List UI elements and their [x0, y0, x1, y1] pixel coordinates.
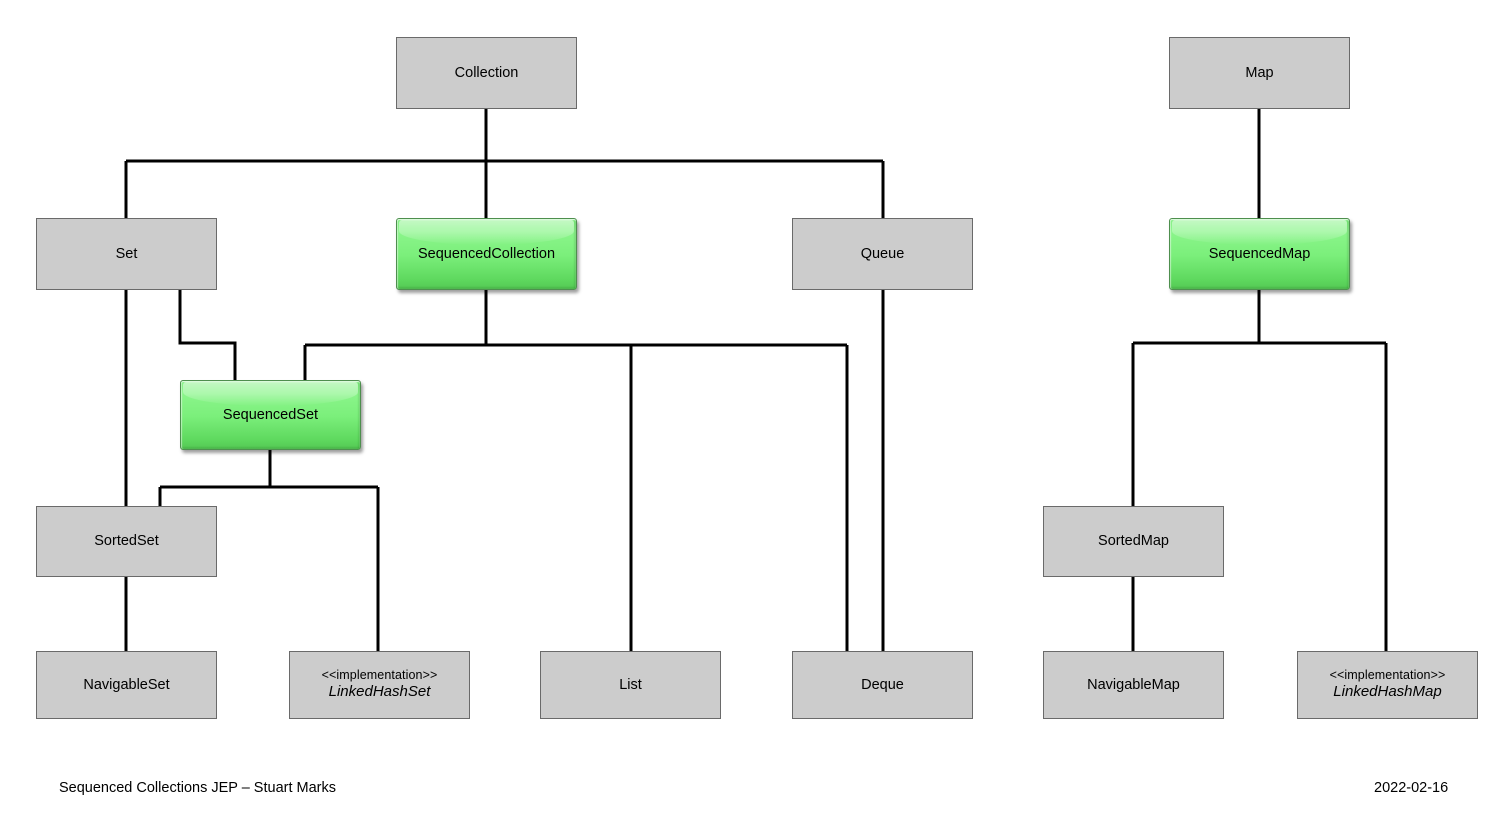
node-sortedmap[interactable]: SortedMap: [1043, 506, 1224, 577]
node-label-navigablemap: NavigableMap: [1087, 676, 1180, 693]
footer-date: 2022-02-16: [1374, 780, 1449, 796]
node-label-queue: Queue: [860, 245, 905, 262]
node-list[interactable]: List: [540, 651, 721, 719]
node-label-list: List: [619, 676, 642, 693]
node-sequencedset[interactable]: SequencedSet: [180, 380, 361, 450]
node-label-map: Map: [1245, 64, 1274, 81]
node-label-sortedmap: SortedMap: [1098, 533, 1169, 550]
node-label-linkedhashmap: LinkedHashMap: [1333, 683, 1442, 701]
node-label-sortedset: SortedSet: [94, 533, 159, 550]
node-label-collection: Collection: [454, 64, 519, 81]
node-label-set: Set: [115, 245, 138, 262]
node-queue[interactable]: Queue: [792, 218, 973, 290]
edge-collection-to-set: [124, 109, 883, 218]
node-linkedhashset[interactable]: <<implementation>>LinkedHashSet: [289, 651, 470, 719]
node-navigablemap[interactable]: NavigableMap: [1043, 651, 1224, 719]
edge-sequencedcollection-to-sequencedset: [303, 290, 847, 380]
node-set[interactable]: Set: [36, 218, 217, 290]
node-label-linkedhashset: LinkedHashSet: [328, 683, 431, 701]
node-label-sequencedcollection: SequencedCollection: [417, 245, 556, 262]
node-navigableset[interactable]: NavigableSet: [36, 651, 217, 719]
node-stereotype-linkedhashset: <<implementation>>: [321, 667, 438, 682]
node-label-sequencedmap: SequencedMap: [1208, 245, 1311, 262]
node-linkedhashmap[interactable]: <<implementation>>LinkedHashMap: [1297, 651, 1478, 719]
node-map[interactable]: Map: [1169, 37, 1350, 109]
edge-set-to-sequencedset: [178, 290, 237, 380]
node-label-deque: Deque: [861, 676, 904, 693]
edge-sequencedmap-to-sortedmap: [1131, 290, 1386, 506]
node-sequencedcollection[interactable]: SequencedCollection: [396, 218, 577, 290]
node-sequencedmap[interactable]: SequencedMap: [1169, 218, 1350, 290]
node-stereotype-linkedhashmap: <<implementation>>: [1329, 667, 1446, 682]
node-sortedset[interactable]: SortedSet: [36, 506, 217, 577]
footer-attribution: Sequenced Collections JEP – Stuart Marks: [59, 780, 336, 796]
node-label-navigableset: NavigableSet: [83, 676, 170, 693]
edge-sequencedset-to-sortedset: [158, 450, 378, 506]
node-collection[interactable]: Collection: [396, 37, 577, 109]
node-deque[interactable]: Deque: [792, 651, 973, 719]
node-label-sequencedset: SequencedSet: [222, 406, 319, 423]
